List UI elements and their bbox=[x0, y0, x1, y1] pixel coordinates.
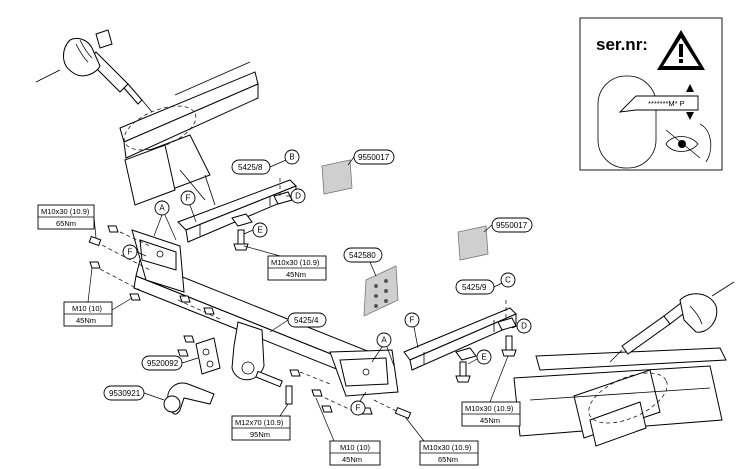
callout-f-right: F bbox=[404, 312, 420, 349]
torque-left-bolt: M10x30 (10.9) 65Nm bbox=[37, 204, 97, 239]
part-9550017-right: 9550017 bbox=[496, 221, 528, 230]
torque-left-nut: M10 (10) 45Nm bbox=[63, 267, 133, 327]
callout-a-right: A bbox=[371, 332, 395, 367]
callout-e-left: E bbox=[243, 222, 268, 238]
torque-mid-bolt: M10x30 (10.9) 45Nm bbox=[243, 245, 327, 281]
svg-text:B: B bbox=[289, 153, 294, 162]
part-9530921: 9530921 bbox=[109, 389, 141, 398]
svg-text:45Nm: 45Nm bbox=[480, 416, 500, 425]
svg-text:D: D bbox=[521, 322, 527, 331]
svg-text:A: A bbox=[159, 204, 165, 213]
torque-center-nut: M10 (10) 45Nm bbox=[315, 397, 381, 466]
part-5425-9: 5425/9 bbox=[462, 283, 487, 292]
svg-text:45Nm: 45Nm bbox=[76, 316, 96, 325]
svg-text:M10 (10): M10 (10) bbox=[72, 304, 103, 313]
callout-f-left-low: F bbox=[122, 244, 147, 260]
callout-f-left-top: F bbox=[180, 190, 197, 223]
callout-a-left: A bbox=[153, 200, 177, 241]
crossbar: 5425/4 bbox=[131, 229, 399, 397]
part-5425-4: 5425/4 bbox=[294, 316, 319, 325]
svg-text:95Nm: 95Nm bbox=[250, 430, 270, 439]
fasteners-center bbox=[255, 369, 412, 420]
svg-text:M12x70 (10.9): M12x70 (10.9) bbox=[235, 418, 284, 427]
svg-text:F: F bbox=[186, 194, 191, 203]
exclamation-icon bbox=[679, 44, 683, 57]
callout-f-bottom: F bbox=[350, 391, 367, 416]
warning-panel: ser.nr: *******M* P bbox=[579, 17, 723, 171]
warning-heading: ser.nr: bbox=[596, 35, 648, 54]
callout-d-left: D bbox=[286, 188, 306, 204]
torque-ball-bolt: M12x70 (10.9) 95Nm bbox=[231, 403, 291, 441]
bracket-right: 5425/9 bbox=[403, 279, 517, 383]
svg-text:M10x30 (10.9): M10x30 (10.9) bbox=[271, 258, 320, 267]
torque-right-bolt: M10x30 (10.9) 45Nm bbox=[461, 355, 521, 427]
svg-text:M10x30 (10.9): M10x30 (10.9) bbox=[465, 404, 514, 413]
part-9520092: 9520092 bbox=[147, 359, 179, 368]
fasteners-left bbox=[88, 225, 223, 357]
svg-text:D: D bbox=[295, 192, 301, 201]
svg-text:M10 (10): M10 (10) bbox=[340, 443, 371, 452]
svg-text:F: F bbox=[128, 248, 133, 257]
svg-text:65Nm: 65Nm bbox=[56, 219, 76, 228]
svg-text:M10x30 (10.9): M10x30 (10.9) bbox=[423, 443, 472, 452]
svg-text:E: E bbox=[257, 226, 262, 235]
callout-d-right: D bbox=[511, 318, 532, 334]
detail-sealant-right bbox=[513, 281, 735, 447]
svg-text:45Nm: 45Nm bbox=[342, 455, 362, 464]
part-542580: 542580 bbox=[349, 251, 376, 260]
callout-e-right: E bbox=[467, 349, 492, 365]
socket-plate: 542580 bbox=[343, 247, 399, 317]
towball: 9530921 bbox=[103, 382, 215, 415]
svg-text:F: F bbox=[356, 404, 361, 413]
svg-text:E: E bbox=[481, 353, 486, 362]
svg-text:M10x30 (10.9): M10x30 (10.9) bbox=[41, 207, 90, 216]
part-9550017-top: 9550017 bbox=[358, 153, 390, 162]
eye-icon bbox=[665, 123, 712, 163]
bracket-left: 5425/8 bbox=[177, 159, 297, 251]
callout-c: C bbox=[500, 272, 516, 288]
kit-bag-top: 9550017 bbox=[321, 149, 395, 195]
callout-b: B bbox=[284, 149, 300, 165]
svg-text:F: F bbox=[410, 316, 415, 325]
svg-text:C: C bbox=[505, 276, 511, 285]
detail-sealant-left bbox=[35, 29, 259, 206]
svg-text:45Nm: 45Nm bbox=[286, 270, 306, 279]
kit-bag-right: 9550017 bbox=[457, 217, 533, 261]
torque-center-bolt: M10x30 (10.9) 65Nm bbox=[405, 417, 479, 466]
socket-bracket: 9520092 bbox=[141, 337, 221, 375]
svg-text:65Nm: 65Nm bbox=[438, 455, 458, 464]
svg-text:A: A bbox=[381, 336, 387, 345]
part-5425-8: 5425/8 bbox=[238, 163, 263, 172]
serial-field: *******M* P bbox=[648, 99, 685, 108]
